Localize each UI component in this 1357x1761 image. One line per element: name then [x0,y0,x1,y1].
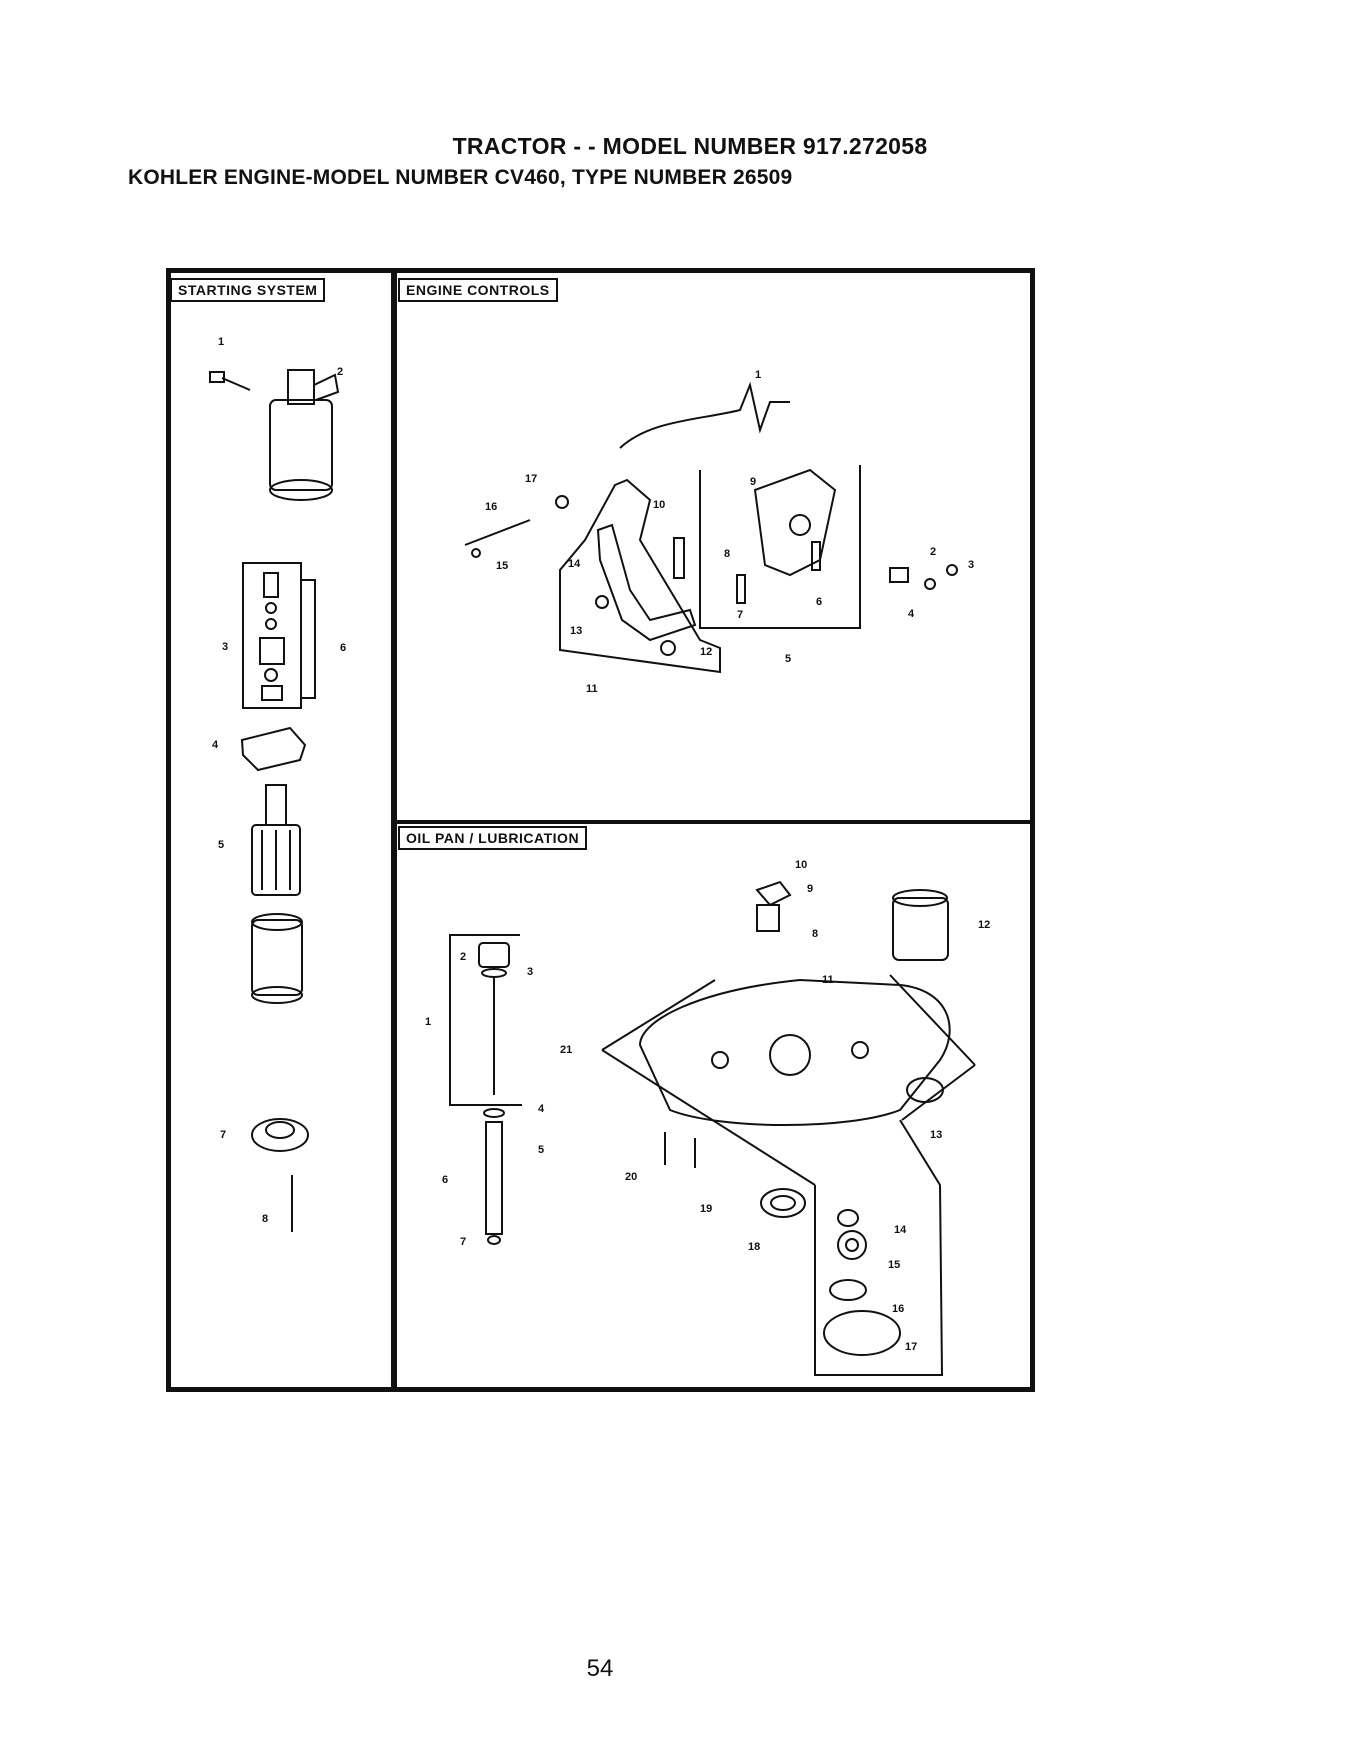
callout-oil-5: 5 [538,1144,544,1156]
callout-oil-21: 21 [560,1044,572,1056]
controls-callouts: 1 2 3 4 5 6 7 8 9 10 11 12 13 14 15 16 1… [485,369,974,695]
dipstick-assembly-drawing [450,935,522,1244]
callout-oil-18: 18 [748,1241,760,1253]
callout-start-6: 6 [340,642,346,654]
starter-motor-drawing [270,370,338,500]
callout-start-8: 8 [262,1213,268,1225]
seal-drawing [761,1189,805,1217]
callout-ctrl-8: 8 [724,548,730,560]
callout-ctrl-9: 9 [750,476,756,488]
oil-filter-drawing [893,890,948,960]
small-hardware-drawings [465,496,957,655]
callout-oil-11: 11 [822,974,834,986]
callout-ctrl-15: 15 [496,560,508,572]
callout-start-7: 7 [220,1129,226,1141]
callout-start-5: 5 [218,839,224,851]
callout-ctrl-16: 16 [485,501,497,513]
callout-oil-7: 7 [460,1236,466,1248]
callout-ctrl-17: 17 [525,473,537,485]
callout-ctrl-1: 1 [755,369,761,381]
callout-oil-6: 6 [442,1174,448,1186]
end-cap-drawing [242,728,305,770]
governor-lever-bracket-drawing [560,480,720,672]
frame-shell-drawing [252,914,302,1003]
callout-start-3: 3 [222,641,228,653]
oil-sensor-drawing [757,882,790,931]
callout-oil-4: 4 [538,1103,545,1115]
callout-oil-1: 1 [425,1016,431,1028]
callout-ctrl-4: 4 [908,608,915,620]
callout-oil-13: 13 [930,1129,942,1141]
brush-holder-drawing [252,1119,308,1151]
control-plate-box-drawing [700,465,860,628]
callout-oil-2: 2 [460,951,466,963]
page-number: 54 [0,1655,1200,1683]
callout-ctrl-3: 3 [968,559,974,571]
starter-bolt-drawing [210,372,250,390]
pan-bolts-drawing [665,1132,695,1168]
oil-pan-drawing [602,975,975,1185]
callout-oil-15: 15 [888,1259,900,1271]
callout-start-1: 1 [218,336,224,348]
callout-start-2: 2 [337,366,343,378]
callout-ctrl-2: 2 [930,546,936,558]
callout-ctrl-11: 11 [586,683,598,695]
starting-callouts: 1 2 3 4 5 6 7 8 [212,336,346,1225]
throttle-cable-drawing [620,385,790,448]
callout-ctrl-6: 6 [816,596,822,608]
callout-oil-9: 9 [807,883,813,895]
callout-ctrl-14: 14 [568,558,581,570]
callout-ctrl-7: 7 [737,609,743,621]
callout-oil-10: 10 [795,859,807,871]
callout-ctrl-5: 5 [785,653,791,665]
callout-start-4: 4 [212,739,219,751]
callout-oil-14: 14 [894,1224,907,1236]
callout-oil-20: 20 [625,1171,637,1183]
callout-oil-16: 16 [892,1303,904,1315]
callout-oil-19: 19 [700,1203,712,1215]
callout-oil-17: 17 [905,1341,917,1353]
oil-pump-box-drawing [815,1120,942,1375]
callout-oil-8: 8 [812,928,818,940]
callout-oil-3: 3 [527,966,533,978]
callout-oil-12: 12 [978,919,990,931]
callout-ctrl-12: 12 [700,646,712,658]
drive-kit-box-drawing [243,563,315,708]
callout-ctrl-10: 10 [653,499,665,511]
callout-ctrl-13: 13 [570,625,582,637]
armature-drawing [252,785,300,895]
